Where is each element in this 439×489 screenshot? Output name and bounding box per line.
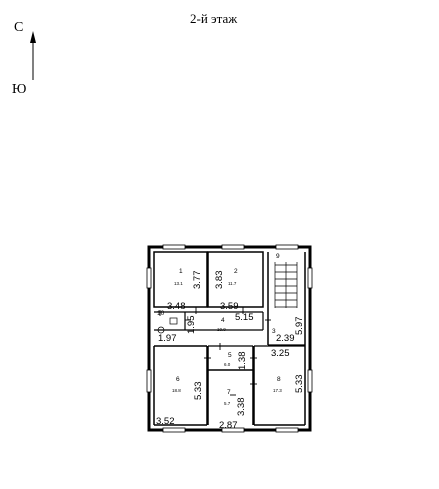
dim-r7-height: 3.38 xyxy=(236,398,247,417)
dim-r1-height: 3.77 xyxy=(192,271,203,290)
dim-r8-width: 3.25 xyxy=(271,348,290,359)
room-3-number: 3 xyxy=(272,328,276,335)
room-4-area: 10.0 xyxy=(217,327,226,332)
dim-corridor-length: 5.15 xyxy=(235,312,254,323)
dim-r6-height: 5.33 xyxy=(193,382,204,401)
north-arrow-icon xyxy=(30,31,36,80)
room-10-number: 10 xyxy=(157,310,165,317)
room-8-number: 8 xyxy=(277,376,281,383)
room-8-area: 17.3 xyxy=(273,388,282,393)
dim-r6-width: 3.52 xyxy=(156,416,175,427)
room-5-area: 6.0 xyxy=(224,362,231,367)
windows-top xyxy=(162,244,299,433)
dim-r2-width: 3.59 xyxy=(220,301,239,312)
dim-r8-height: 5.33 xyxy=(294,375,305,394)
dim-r10-height: 1.95 xyxy=(186,316,197,335)
interior-walls xyxy=(153,251,306,426)
compass-north-label: С xyxy=(14,20,24,35)
door-marks xyxy=(159,307,271,396)
floor-title: 2-й этаж xyxy=(190,11,238,26)
room-2-area: 11.7 xyxy=(228,281,237,286)
dim-r5-height: 1.38 xyxy=(237,352,248,371)
room-4-number: 4 xyxy=(221,317,225,324)
windows-side xyxy=(146,267,313,393)
room-6-area: 18.8 xyxy=(172,388,181,393)
dim-r1-width: 3.48 xyxy=(167,301,186,312)
dim-r10-width: 1.97 xyxy=(158,333,177,344)
dim-r7-width: 2.87 xyxy=(219,420,238,431)
dim-r2-height: 3.83 xyxy=(214,271,225,290)
staircase xyxy=(274,262,298,308)
room-7-area: 5.7 xyxy=(224,401,231,406)
room-1-area: 13.1 xyxy=(174,281,183,286)
room-1-number: 1 xyxy=(179,268,183,275)
room-2-number: 2 xyxy=(234,268,238,275)
compass-south-label: Ю xyxy=(12,82,27,97)
sink-icon xyxy=(169,317,178,325)
dim-r3-height: 5.97 xyxy=(294,317,305,336)
dim-r3-width: 2.39 xyxy=(276,333,295,344)
toilet-icon xyxy=(157,326,165,334)
room-7-number: 7 xyxy=(227,389,231,396)
room-5-number: 5 xyxy=(228,352,232,359)
room-6-number: 6 xyxy=(176,376,180,383)
room-9-number: 9 xyxy=(276,253,280,260)
